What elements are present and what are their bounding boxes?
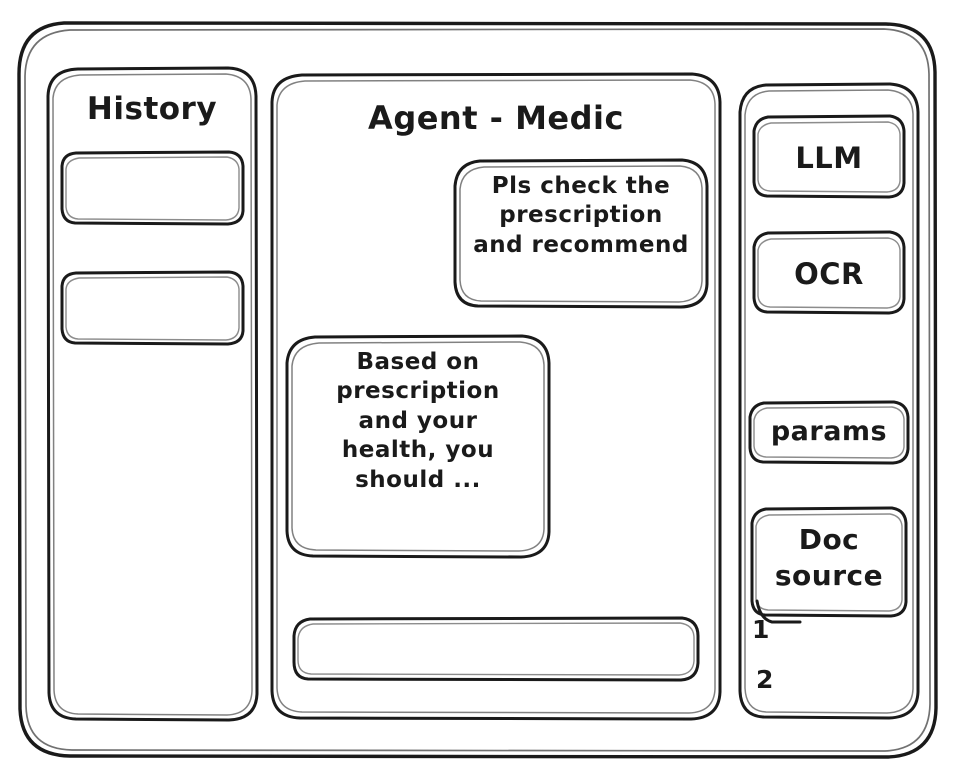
tool-card-llm-label: LLM	[795, 141, 863, 175]
doc-reference-2[interactable]: 2	[756, 665, 774, 694]
assistant-message-text: Based on prescription and your health, y…	[336, 349, 500, 493]
user-message-text: Pls check the prescription and recommend	[473, 173, 689, 258]
history-entry-1[interactable]	[62, 152, 242, 224]
tool-card-ocr-label: OCR	[794, 257, 864, 291]
history-entry-2[interactable]	[62, 272, 242, 344]
tool-card-params-label: params	[770, 416, 888, 447]
history-panel-title: History	[86, 91, 218, 127]
doc-reference-1[interactable]: 1	[752, 615, 770, 644]
message-composer-input[interactable]	[294, 618, 698, 680]
tool-card-doc-source-label: Doc source	[774, 523, 884, 592]
agent-title: Agent - Medic	[368, 99, 624, 137]
